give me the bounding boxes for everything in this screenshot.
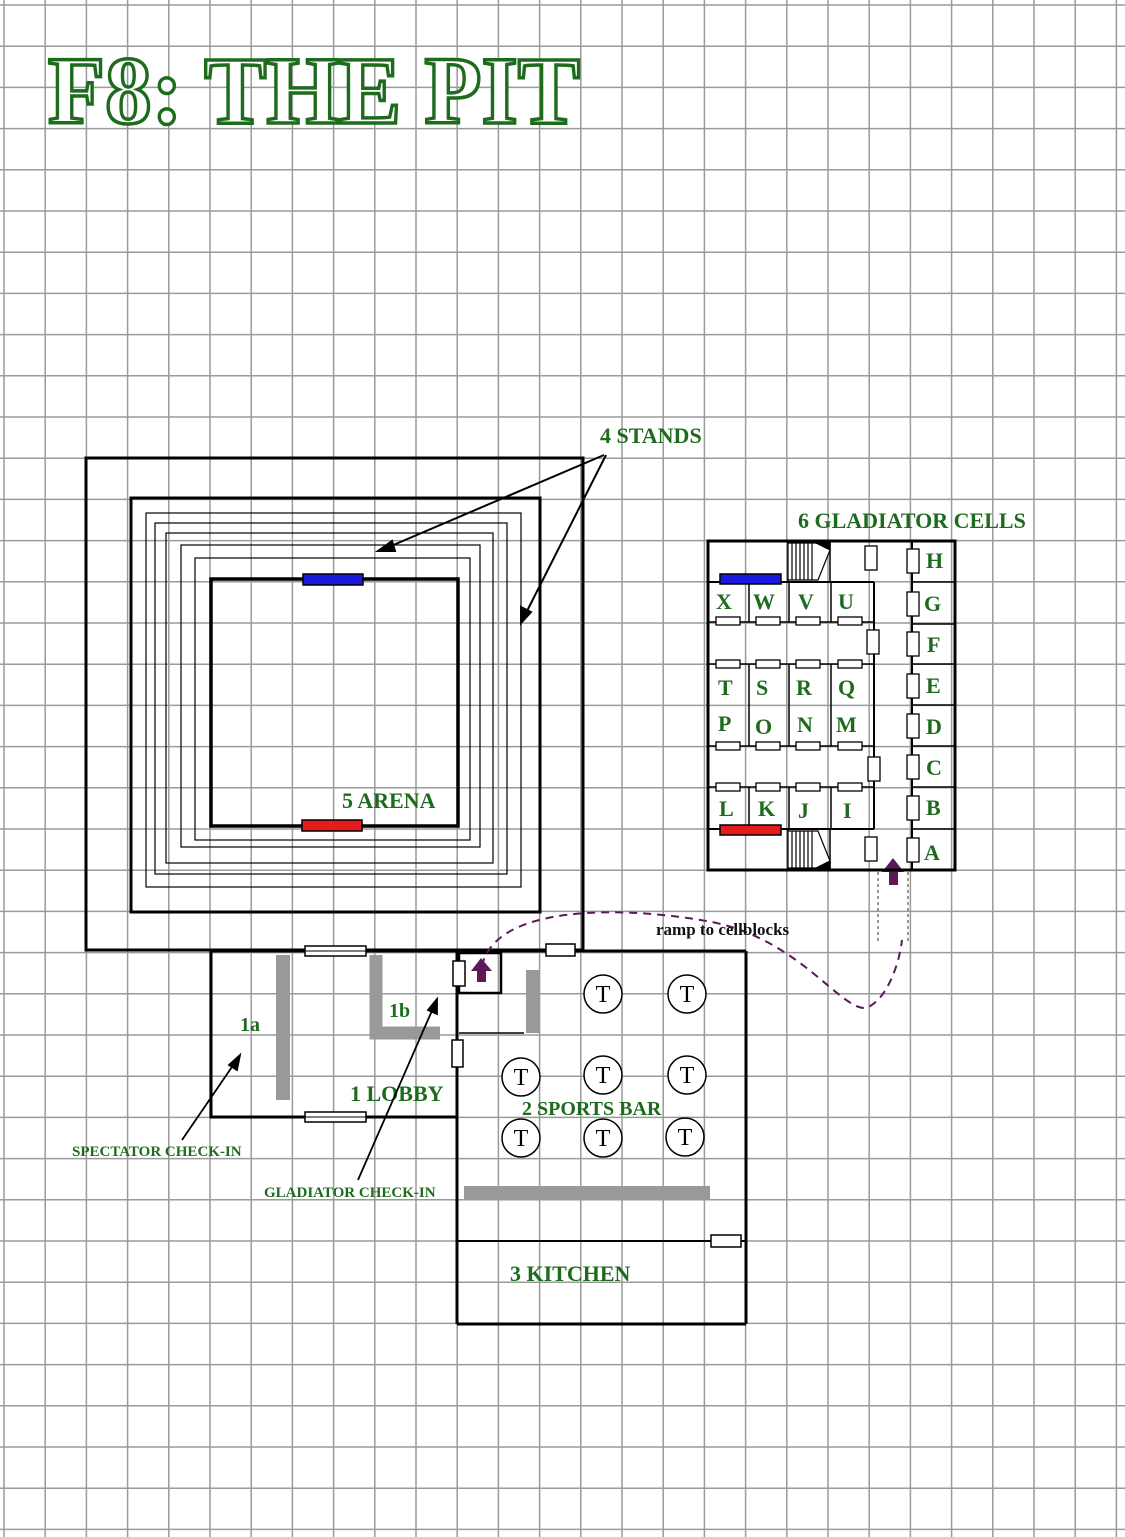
svg-text:T: T	[514, 1126, 529, 1152]
table: T	[583, 1055, 623, 1095]
cell-label: U	[838, 589, 854, 614]
kitchen-door[interactable]	[710, 1234, 742, 1248]
cell-label: R	[796, 675, 813, 700]
svg-text:T: T	[680, 1063, 695, 1089]
cell-doors	[715, 545, 920, 863]
stands-tier	[194, 557, 471, 841]
gladiator-checkin-label: GLADIATOR CHECK-IN	[264, 1185, 436, 1201]
cells-north-gate[interactable]	[719, 573, 782, 585]
up-arrow-icon	[471, 958, 492, 982]
arena-south-gate[interactable]	[301, 819, 363, 832]
cell-label: F	[927, 632, 940, 657]
stands-label: 4 STANDS	[600, 423, 702, 448]
sports-bar-label: 2 SPORTS BAR	[522, 1098, 662, 1120]
cells-label: 6 GLADIATOR CELLS	[798, 508, 1026, 533]
svg-text:T: T	[514, 1065, 529, 1091]
stands-tier	[145, 512, 522, 888]
cell-label: J	[798, 798, 809, 823]
stands-tier	[154, 522, 508, 875]
cells-south-gate[interactable]	[719, 824, 782, 836]
cell-label: M	[836, 712, 857, 737]
table: T	[501, 1118, 541, 1158]
kitchen-label: 3 KITCHEN	[510, 1261, 631, 1286]
cell-label: K	[758, 796, 775, 821]
svg-text:T: T	[680, 982, 695, 1008]
table: T	[583, 1118, 623, 1158]
stairs-south	[787, 830, 831, 869]
stairs-north	[787, 542, 831, 581]
cell-label: P	[718, 711, 731, 736]
area-1a-label: 1a	[240, 1014, 260, 1036]
spectator-checkin-label: SPECTATOR CHECK-IN	[72, 1144, 242, 1160]
cell-label: H	[926, 548, 943, 573]
ramp-label: ramp to cellblocks	[656, 920, 790, 939]
cell-label: D	[926, 714, 942, 739]
map-title: F8: THE PIT	[48, 37, 580, 144]
lobby-label: 1 LOBBY	[350, 1081, 444, 1106]
arena-north-gate[interactable]	[302, 573, 364, 586]
ramp-room-door[interactable]	[452, 960, 466, 987]
cell-label: W	[753, 589, 775, 614]
cell-label: V	[798, 589, 814, 614]
svg-text:T: T	[596, 1126, 611, 1152]
svg-text:T: T	[678, 1125, 693, 1151]
ramp-path	[481, 911, 903, 1010]
cell-label: B	[926, 795, 941, 820]
table: T	[667, 974, 707, 1014]
arena-label: 5 ARENA	[342, 788, 436, 813]
stands-outer-wall	[84, 456, 585, 952]
bar-west-door[interactable]	[451, 1039, 464, 1068]
stands-tier	[165, 532, 494, 864]
cell-label: T	[718, 675, 733, 700]
cell-label: Q	[838, 675, 855, 700]
cell-label: I	[843, 798, 852, 823]
stands-area	[84, 456, 585, 952]
bar-north-door[interactable]	[545, 943, 576, 957]
cell-label: N	[797, 712, 813, 737]
svg-text:T: T	[596, 982, 611, 1008]
cell-label: G	[924, 591, 941, 616]
stands-tier	[180, 544, 481, 848]
cell-label: C	[926, 755, 942, 780]
area-1b-label: 1b	[389, 1000, 410, 1022]
bar-tables: T T T T T T T T	[501, 974, 707, 1158]
bar-partition	[526, 970, 540, 1033]
stands-inner-wall	[129, 496, 542, 914]
cell-label: X	[716, 589, 732, 614]
cell-label: L	[719, 796, 734, 821]
table: T	[501, 1057, 541, 1097]
cell-letters: H G F E D C B A X W V U T S R Q P O N M …	[716, 548, 943, 865]
bar-counter	[464, 1186, 710, 1200]
cell-label: S	[756, 675, 768, 700]
cell-label: A	[924, 840, 940, 865]
svg-text:T: T	[596, 1063, 611, 1089]
cell-label: O	[755, 714, 772, 739]
stands-pointers	[374, 454, 607, 626]
sports-bar-room	[455, 949, 748, 1326]
spectator-counter	[276, 955, 290, 1100]
table: T	[667, 1055, 707, 1095]
table: T	[665, 1117, 705, 1157]
checkin-pointers	[181, 996, 438, 1181]
gladiator-counter	[369, 955, 440, 1040]
cell-label: E	[926, 673, 941, 698]
table: T	[583, 974, 623, 1014]
